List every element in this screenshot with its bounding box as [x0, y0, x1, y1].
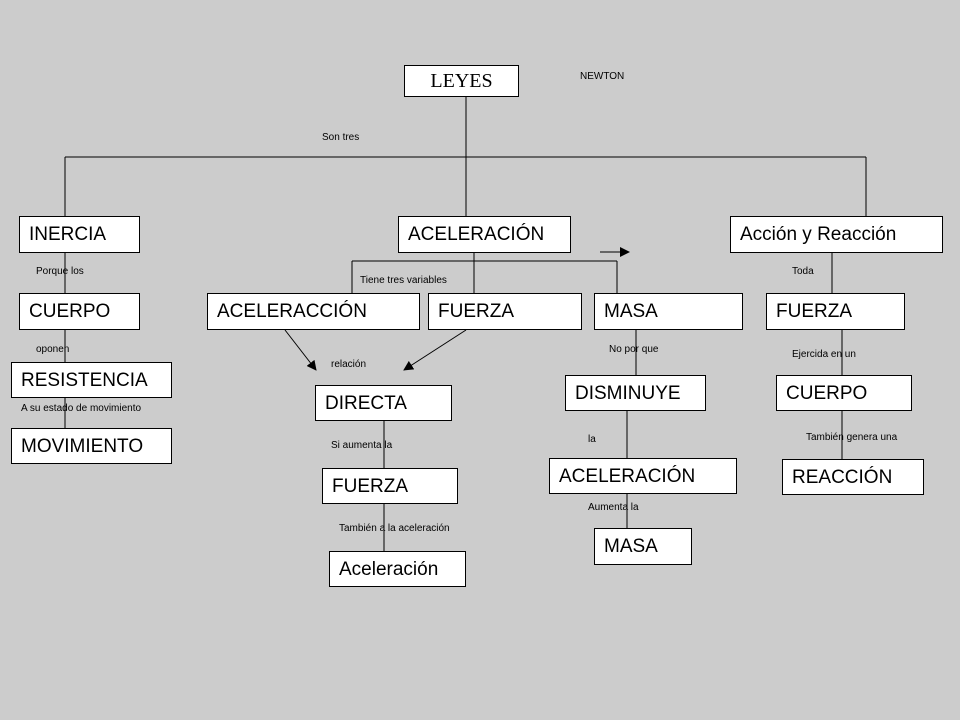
- label-son-tres: Son tres: [322, 132, 360, 143]
- label-la: la: [588, 434, 596, 445]
- label-tambien-a-la-aceleracion: También a la aceleración: [339, 523, 450, 534]
- label-relacion: relación: [331, 359, 367, 370]
- node-masa-mid: MASA: [594, 293, 743, 330]
- label-porque-los: Porque los: [36, 266, 84, 277]
- node-cuerpo-left: CUERPO: [19, 293, 140, 330]
- label-toda: Toda: [792, 266, 814, 277]
- node-leyes: LEYES: [404, 65, 519, 97]
- label-tambien-genera-una: También genera una: [806, 432, 898, 443]
- node-inercia: INERCIA: [19, 216, 140, 253]
- node-accion-reaccion: Acción y Reacción: [730, 216, 943, 253]
- node-aceleracion-main: ACELERACIÓN: [398, 216, 571, 253]
- arrow-fuerza-directa: [403, 329, 467, 371]
- node-reaccion: REACCIÓN: [782, 459, 924, 495]
- node-directa: DIRECTA: [315, 385, 452, 421]
- label-a-su-estado: A su estado de movimiento: [21, 403, 142, 414]
- node-cuerpo-right: CUERPO: [776, 375, 912, 411]
- node-aceleraccion: ACELERACCIÓN: [207, 293, 420, 330]
- node-fuerza-right: FUERZA: [766, 293, 905, 330]
- label-aumenta-la: Aumenta la: [588, 502, 639, 513]
- node-movimiento: MOVIMIENTO: [11, 428, 172, 464]
- node-fuerza-lower: FUERZA: [322, 468, 458, 504]
- label-tiene-tres-variables: Tiene tres variables: [360, 275, 447, 286]
- node-aceleracion-lower: Aceleración: [329, 551, 466, 587]
- node-aceleracion-right: ACELERACIÓN: [549, 458, 737, 494]
- node-masa-bottom: MASA: [594, 528, 692, 565]
- label-oponen: oponen: [36, 344, 70, 355]
- label-newton: NEWTON: [580, 71, 625, 82]
- node-disminuye: DISMINUYE: [565, 375, 706, 411]
- node-fuerza-mid: FUERZA: [428, 293, 582, 330]
- label-ejercida-en-un: Ejercida en un: [792, 349, 856, 360]
- node-resistencia: RESISTENCIA: [11, 362, 172, 398]
- arrow-aceleraccion-directa: [284, 329, 317, 371]
- label-no-por-que: No por que: [609, 344, 659, 355]
- label-si-aumenta-la: Si aumenta la: [331, 440, 393, 451]
